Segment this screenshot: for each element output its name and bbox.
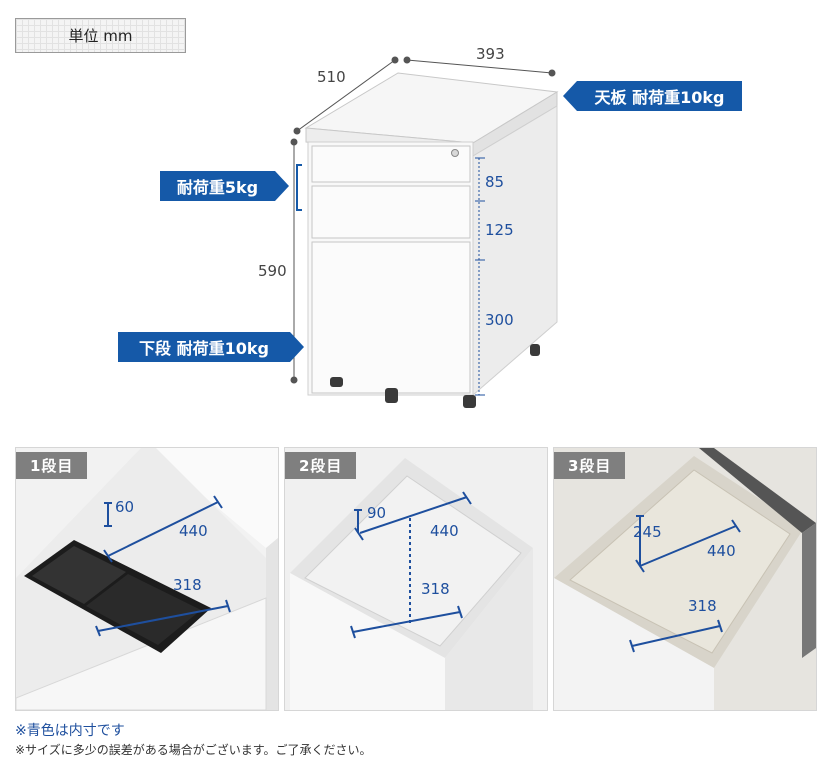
drawer-load-callout: 耐荷重5kg [160,171,289,201]
drawer-load-text: 耐荷重5kg [160,171,275,201]
drawer3-inner-depth: 440 [707,542,736,560]
drawer2-panel: 2段目 90 440 318 [284,447,548,711]
height-dimension: 590 [258,262,287,280]
drawer3-label: 3段目 [554,452,626,479]
drawer2-inner-width: 318 [421,580,450,598]
depth-dimension: 510 [317,68,346,86]
bottom-load-text: 下段 耐荷重10kg [118,332,290,362]
unit-label: 単位 mm [15,18,186,53]
drawer2-inner-height: 90 [367,504,387,522]
arrow-left-icon [563,81,577,111]
drawer3-panel: 3段目 245 440 318 [553,447,817,711]
bottom-load-callout: 下段 耐荷重10kg [118,332,304,362]
disclaimer-note: ※サイズに多少の誤差がある場合がございます。ご了承ください。 [15,743,372,757]
drawer1-height: 85 [485,173,505,191]
drawer1-inner-width: 318 [173,576,202,594]
drawer3-height: 300 [485,311,514,329]
drawer1-inner-depth: 440 [179,522,208,540]
drawer3-photo [554,448,816,710]
drawer1-photo [16,448,278,710]
top-load-text: 天板 耐荷重10kg [577,81,742,111]
drawer2-height: 125 [485,221,514,239]
drawer1-label: 1段目 [16,452,88,479]
top-load-callout: 天板 耐荷重10kg [563,81,742,111]
width-dimension: 393 [476,45,505,63]
drawer3-inner-height: 245 [633,523,662,541]
inner-dimension-note: ※青色は内寸です [15,723,125,739]
drawer2-inner-depth: 440 [430,522,459,540]
drawer3-inner-width: 318 [688,597,717,615]
drawer2-photo [285,448,547,710]
arrow-right-icon [275,171,289,201]
drawer1-inner-height: 60 [115,498,135,516]
arrow-right-icon [290,332,304,362]
drawer2-label: 2段目 [285,452,357,479]
drawer1-panel: 1段目 60 440 318 [15,447,279,711]
cabinet-illustration [290,56,559,408]
